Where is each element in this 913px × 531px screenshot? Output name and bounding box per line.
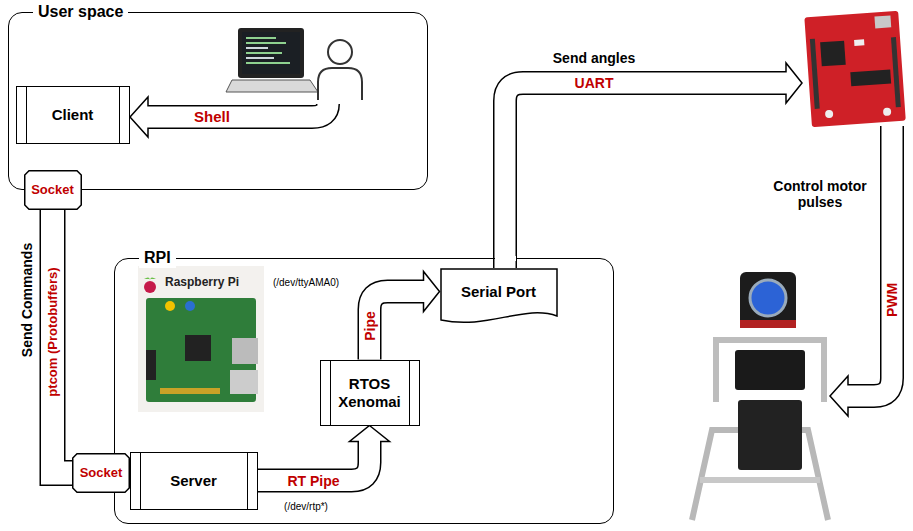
pin-header: [810, 39, 820, 109]
gpio-header: [160, 388, 220, 394]
brand-label: Raspberry Pi: [165, 276, 239, 290]
audio-jack: [185, 301, 195, 311]
node-text: Client: [52, 106, 94, 124]
arrow-head: [786, 63, 802, 103]
device-path: (/dev/rtp*): [284, 501, 328, 513]
screen-line: [246, 37, 276, 39]
hollow-arrow: [505, 63, 802, 268]
arrow-outline: [505, 83, 786, 268]
chip: [820, 41, 846, 67]
laptop-screen: [242, 32, 300, 74]
led: [854, 39, 864, 46]
flow-label: Send angles: [553, 50, 635, 66]
connector: [370, 272, 440, 360]
node-text: Socket: [31, 182, 74, 198]
person-body: [318, 68, 362, 100]
screen-line: [246, 62, 290, 64]
raspberry-pi-photo: [138, 266, 264, 412]
connector-label: RT Pipe: [285, 472, 341, 488]
screen-line: [246, 42, 286, 44]
servo: [738, 400, 802, 470]
region-title: RPI: [139, 248, 176, 268]
hollow-arrow: [830, 126, 892, 416]
arrow-head: [424, 272, 440, 312]
process-box: Client: [16, 86, 130, 144]
document-shape-outline: [441, 269, 557, 322]
process-bar: [119, 87, 120, 143]
process-box: Server: [130, 452, 258, 510]
node-text: RTOS Xenomai: [335, 375, 404, 411]
ethernet-port: [230, 370, 258, 394]
region-box: RPIServerRTOS XenomaiSerial Port: [114, 258, 614, 524]
connector-label: Pipe: [361, 309, 377, 343]
process-bar: [247, 453, 248, 509]
socket-shape: [73, 454, 130, 493]
button: [825, 110, 834, 119]
raspberry-leaf: [144, 277, 156, 281]
device-path: (/dev/ttyAMA0): [273, 277, 339, 289]
usb-port: [874, 15, 891, 28]
chip: [185, 335, 211, 361]
process-bar: [330, 361, 331, 425]
protocol-label: ptcom (Protobuffers): [46, 264, 61, 399]
launchpad-board: [804, 11, 905, 127]
board: [804, 11, 905, 127]
hollow-arrow: [130, 97, 328, 137]
servo: [735, 350, 805, 390]
pan-tilt-robot: [692, 272, 828, 520]
screen-line: [246, 57, 274, 59]
socket-box: Socket: [72, 453, 130, 493]
laptop-base: [226, 80, 318, 92]
arrow-body: [146, 104, 328, 117]
border-gap: [495, 256, 516, 261]
socket-shape: [24, 170, 81, 209]
protocol-label: UART: [572, 75, 617, 91]
channel-label: Send Commands: [19, 243, 35, 357]
rca-jack: [165, 301, 175, 311]
pin-header: [891, 37, 901, 107]
chip-socket: [850, 70, 891, 87]
region-box: User spaceClientSocket: [8, 12, 428, 190]
document-shape: Serial Port: [440, 268, 558, 326]
button: [883, 108, 892, 117]
laptop-bezel: [238, 28, 304, 78]
arrow-head: [130, 97, 148, 137]
signal-label: Shell: [191, 108, 233, 125]
laptop-icon: [226, 28, 318, 92]
protocol-label: PWM: [884, 280, 900, 320]
person-icon: [318, 40, 362, 100]
region-title: User space: [33, 2, 128, 22]
process-bar: [409, 361, 410, 425]
process-bar: [26, 87, 27, 143]
node-text: Server: [170, 472, 217, 490]
arrow-body: [505, 83, 788, 268]
usb-port: [232, 338, 258, 364]
screen-line: [246, 52, 282, 54]
person-head: [328, 40, 352, 64]
sd-slot: [146, 350, 156, 380]
process-box: RTOS Xenomai: [320, 360, 420, 426]
node-text: Serial Port: [461, 283, 536, 301]
camera-body: [740, 272, 796, 328]
photo-ground: [138, 266, 264, 412]
camera-trim: [740, 320, 796, 328]
raspberry-logo: [144, 281, 156, 293]
arrow-head: [830, 376, 848, 416]
bracket: [716, 340, 824, 402]
base-tube: [700, 477, 820, 483]
socket-box: Socket: [24, 170, 82, 210]
arrow-head: [350, 426, 390, 442]
arrow-body: [846, 126, 892, 396]
process-bar: [140, 453, 141, 509]
flow-label: Control motor pulses: [768, 178, 873, 210]
camera-lens: [750, 280, 786, 316]
node-text: Socket: [80, 465, 123, 481]
screen-line: [246, 47, 268, 49]
